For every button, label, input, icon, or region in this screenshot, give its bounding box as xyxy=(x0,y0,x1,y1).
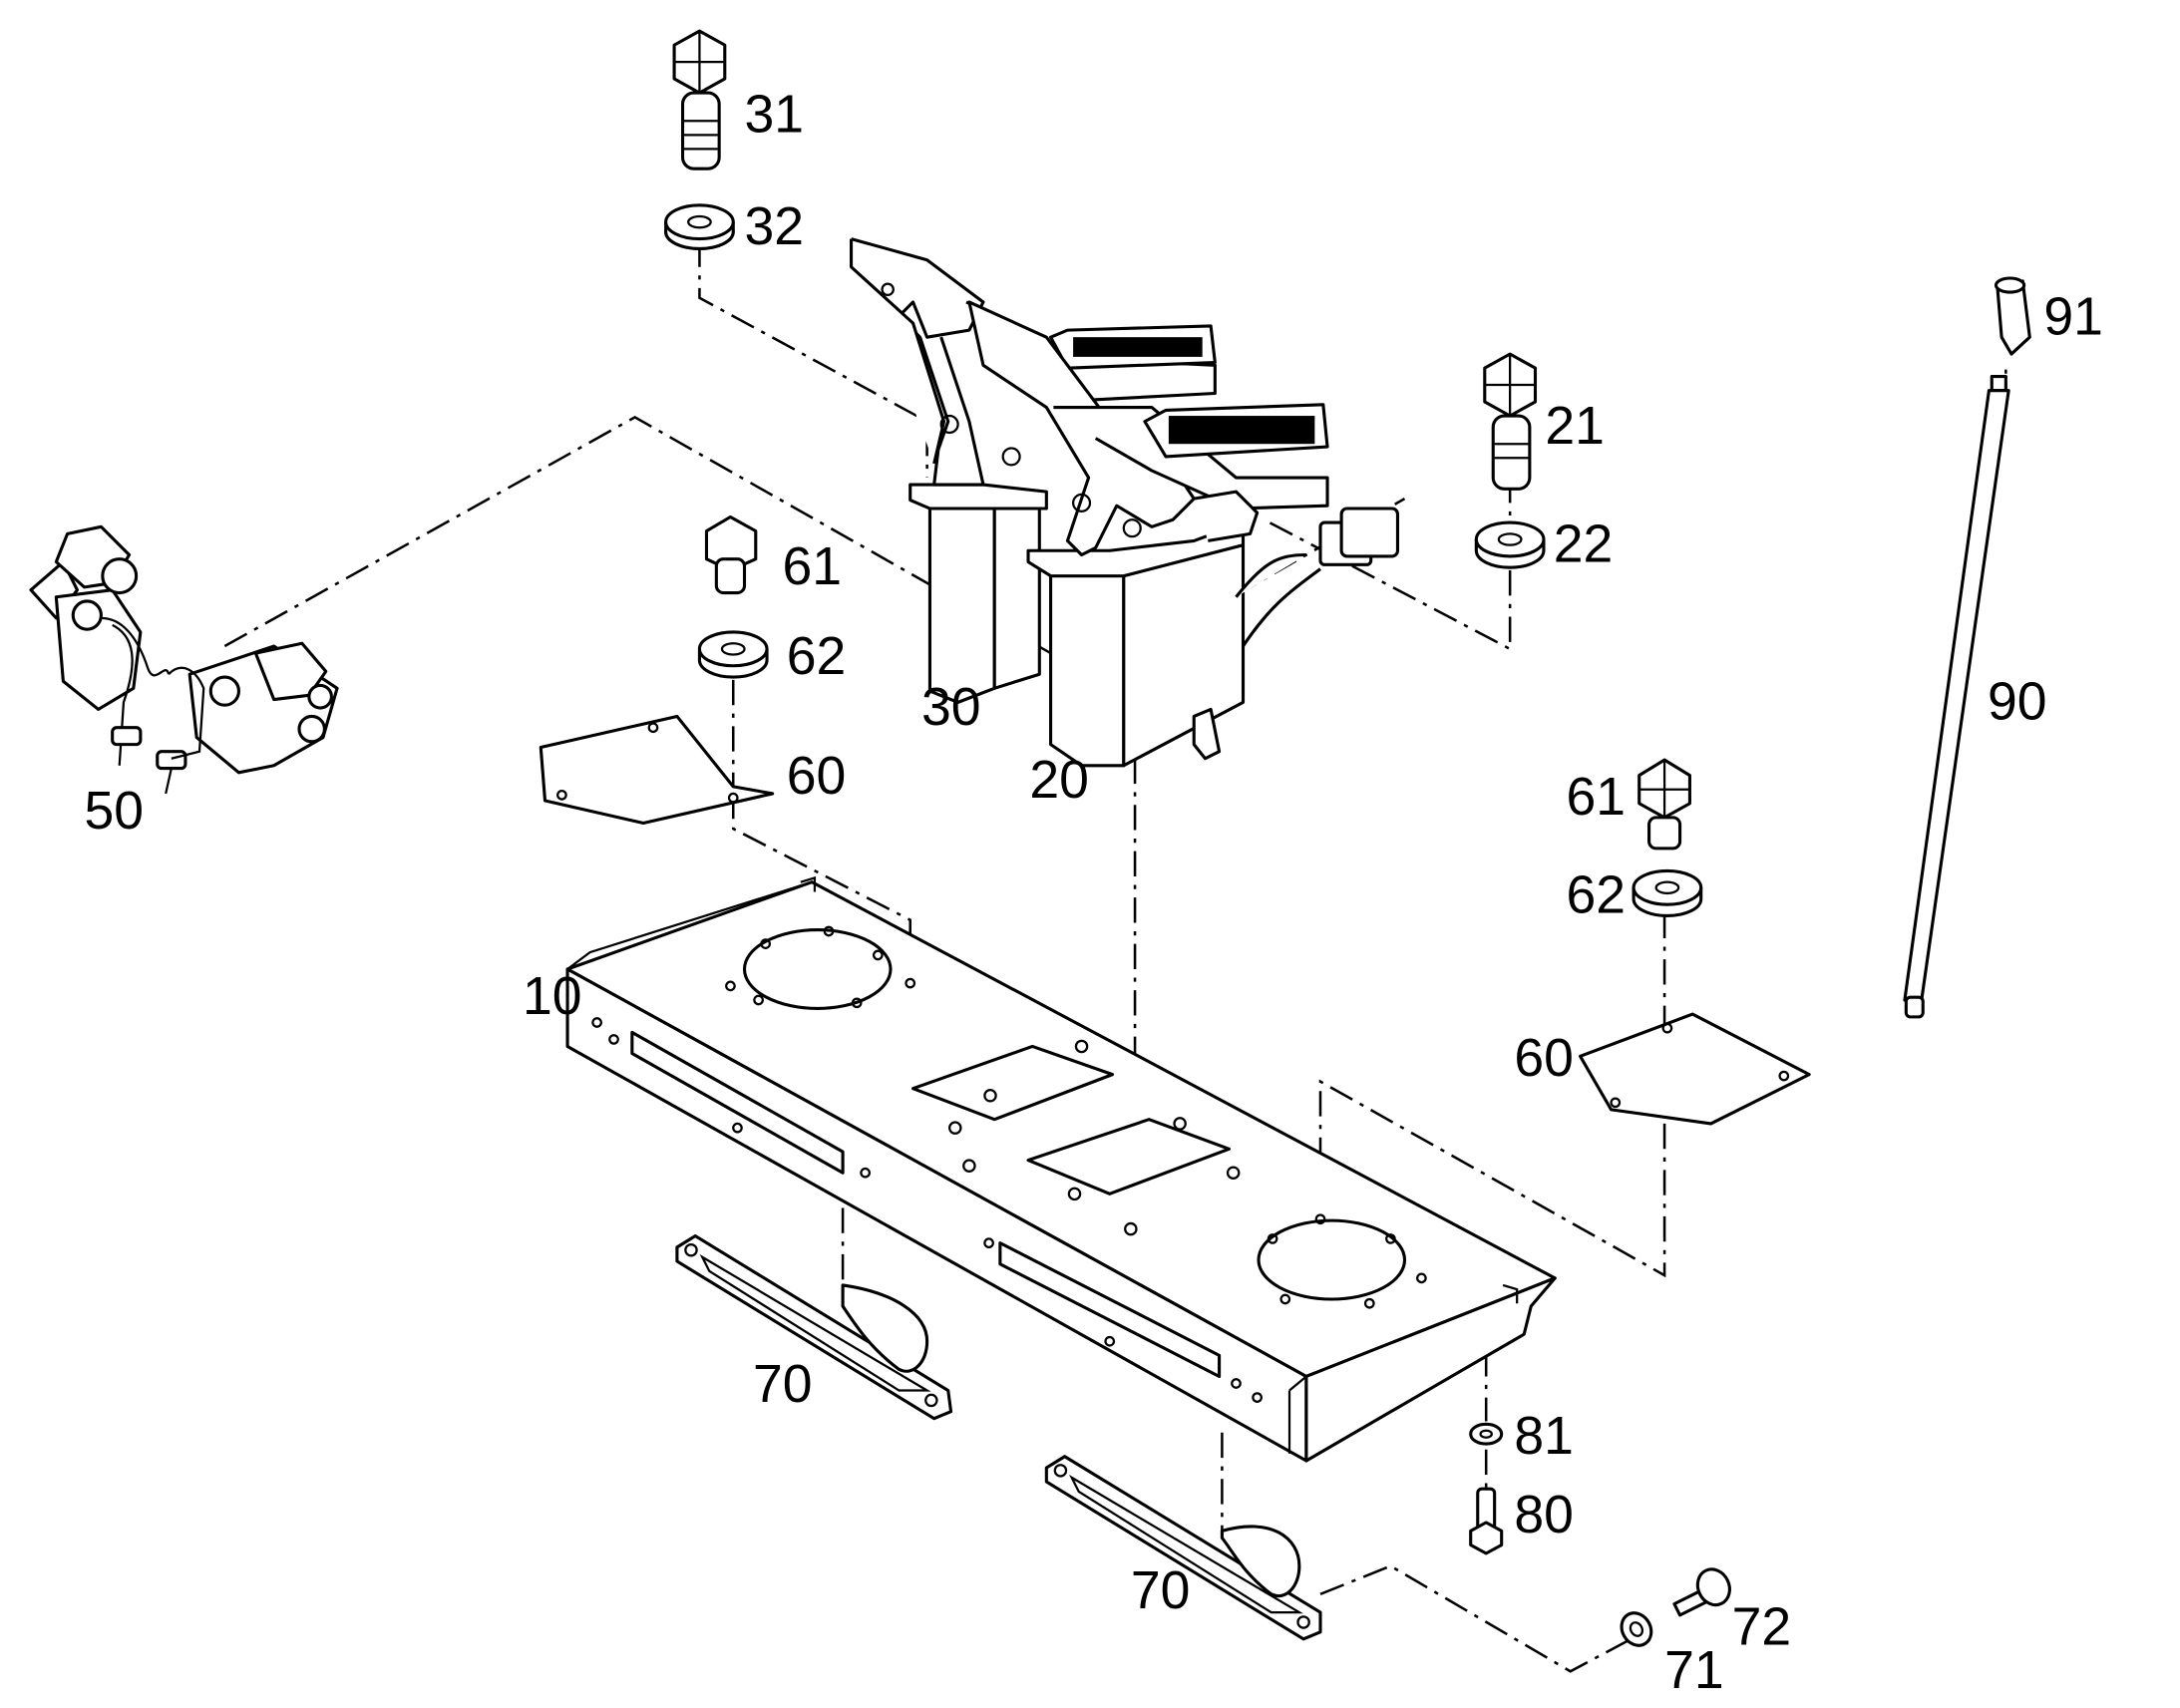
callout-21: 21 xyxy=(1545,397,1605,456)
bolt-61-upper xyxy=(704,514,758,595)
callout-10: 10 xyxy=(523,967,582,1026)
callout-72: 72 xyxy=(1732,1597,1792,1656)
frame-10 xyxy=(565,875,1557,1463)
switch-assembly-50 xyxy=(29,524,339,795)
washer-32 xyxy=(664,203,735,250)
bolt-21 xyxy=(1483,352,1538,491)
cover-70-left xyxy=(675,1234,953,1421)
screw-72 xyxy=(1672,1567,1731,1617)
callout-70-left: 70 xyxy=(753,1355,813,1414)
pedal-30 xyxy=(850,237,1217,704)
knob-91 xyxy=(1994,276,2031,356)
callout-90: 90 xyxy=(1988,672,2047,731)
callout-60-upper: 60 xyxy=(787,747,847,806)
callout-91: 91 xyxy=(2043,287,2103,346)
callout-70-right: 70 xyxy=(1131,1561,1191,1620)
callout-71: 71 xyxy=(1664,1641,1724,1700)
callout-61-right: 61 xyxy=(1566,768,1626,827)
callout-61-upper: 61 xyxy=(783,537,843,596)
cover-70-right xyxy=(1044,1455,1322,1641)
washer-81 xyxy=(1469,1422,1504,1446)
bolt-31 xyxy=(672,29,727,171)
washer-62-upper xyxy=(697,630,769,679)
screw-80 xyxy=(1469,1487,1504,1555)
callout-62-upper: 62 xyxy=(787,627,847,686)
rod-90 xyxy=(1903,375,2010,1019)
washer-71 xyxy=(1620,1611,1653,1647)
callout-50: 50 xyxy=(85,782,145,841)
callout-labels: 31 32 21 22 61 62 60 30 20 50 91 90 61 6… xyxy=(85,86,2103,1701)
callout-20: 20 xyxy=(1029,751,1089,810)
bolt-61-right xyxy=(1637,758,1691,851)
callout-32: 32 xyxy=(745,197,805,256)
callout-60-right: 60 xyxy=(1514,1029,1574,1088)
washer-62-right xyxy=(1632,868,1703,918)
washer-22 xyxy=(1474,520,1546,569)
callout-31: 31 xyxy=(745,86,805,145)
callout-30: 30 xyxy=(921,678,981,737)
plate-60-upper xyxy=(539,714,775,826)
plate-60-right xyxy=(1579,1012,1811,1126)
callout-81: 81 xyxy=(1514,1407,1574,1466)
callout-62-right: 62 xyxy=(1566,866,1626,925)
callout-80: 80 xyxy=(1514,1486,1574,1544)
pedal-20 xyxy=(967,300,1400,768)
callout-22: 22 xyxy=(1554,515,1614,574)
